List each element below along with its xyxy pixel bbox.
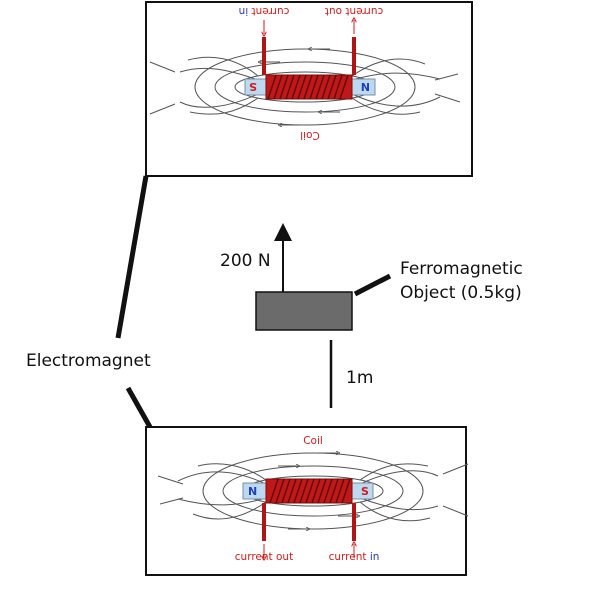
top-current-in-label: current in	[239, 5, 290, 17]
distance-label: 1m	[346, 368, 373, 388]
connector-to-top-panel	[115, 175, 149, 339]
top-pole-s: S	[249, 80, 257, 93]
object-label-line1: Ferromagnetic	[400, 259, 523, 279]
bottom-current-out-label: current out	[235, 551, 293, 563]
ferromagnetic-object	[255, 291, 353, 331]
top-electromagnet-panel: N S Coil current out current in	[145, 1, 473, 177]
bottom-pole-n: N	[248, 485, 257, 498]
force-label: 200 N	[220, 251, 271, 271]
bottom-pole-s: S	[361, 485, 369, 498]
object-label-line2: Object (0.5kg)	[400, 283, 522, 303]
bottom-current-in-label: current in	[329, 551, 380, 563]
top-pole-n: N	[361, 80, 370, 93]
connector-to-bottom-panel	[125, 386, 153, 429]
top-current-out-label: current out	[325, 5, 383, 17]
bottom-electromagnet-panel: N S Coil current out current in	[145, 426, 468, 576]
object-leader-line	[353, 273, 392, 297]
top-coil-label: Coil	[300, 129, 320, 141]
electromagnet-label: Electromagnet	[26, 351, 151, 371]
bottom-coil-label: Coil	[303, 435, 323, 447]
